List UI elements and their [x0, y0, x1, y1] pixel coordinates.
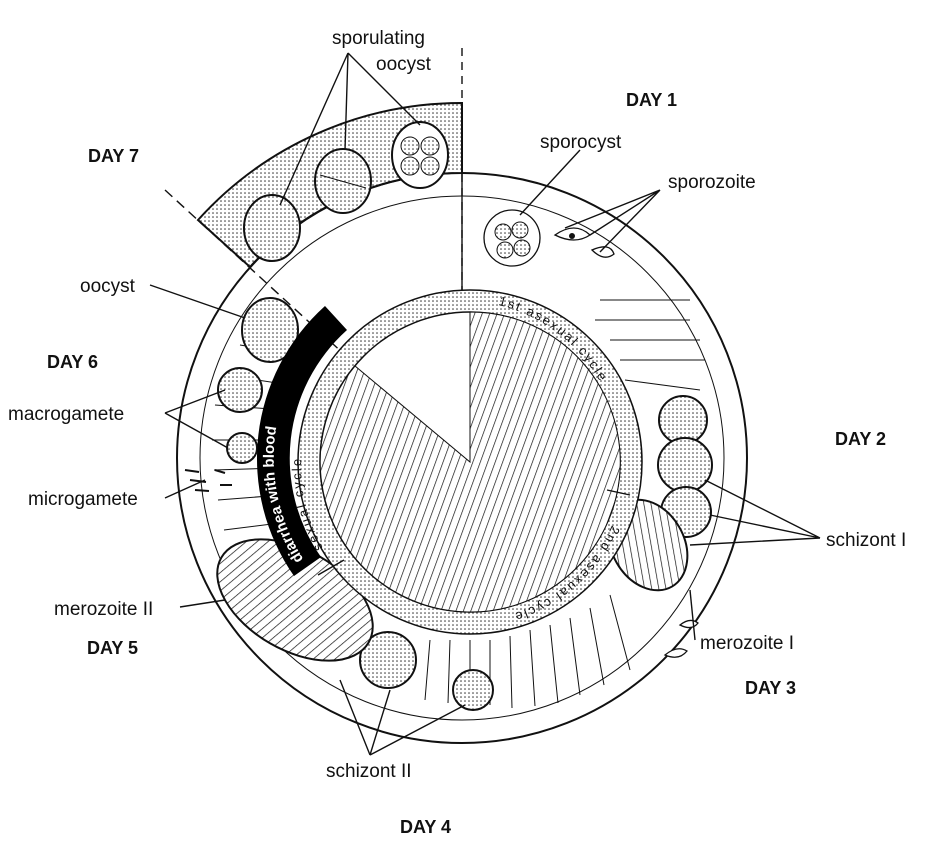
macrogamete-label: macrogamete: [8, 404, 124, 425]
sporocyst-cells: [483, 209, 615, 267]
oocyst-label: oocyst: [80, 276, 136, 297]
day-5-label: DAY 5: [87, 638, 138, 658]
hatched-disk: [319, 311, 621, 613]
sporozoite-label: sporozoite: [668, 172, 756, 193]
sporulating-oocyst-label-1: sporulating: [332, 28, 425, 49]
merozoite-2-label: merozoite II: [54, 599, 153, 620]
microgamete-label: microgamete: [28, 489, 138, 510]
sporulating-oocyst-label-2: oocyst: [376, 54, 432, 75]
cycle-ring: [298, 290, 642, 634]
sporocyst-label: sporocyst: [540, 132, 622, 153]
day-2-label: DAY 2: [835, 429, 886, 449]
day-7-label: DAY 7: [88, 146, 139, 166]
day-3-label: DAY 3: [745, 678, 796, 698]
day-1-label: DAY 1: [626, 90, 677, 110]
schizont-1-label: schizont I: [826, 530, 906, 551]
merozoite-1-label: merozoite I: [700, 633, 794, 654]
day-6-label: DAY 6: [47, 352, 98, 372]
day7-boundary-line: [164, 189, 346, 356]
schizont-2-label: schizont II: [326, 761, 412, 782]
sporulating-oocysts: [243, 121, 449, 262]
gamete-cells: [184, 297, 699, 658]
pointer-lines: [149, 52, 821, 756]
day-4-label: DAY 4: [400, 817, 451, 837]
diarrhea-band: [256, 306, 347, 576]
schizont-2-cells: [216, 538, 494, 711]
